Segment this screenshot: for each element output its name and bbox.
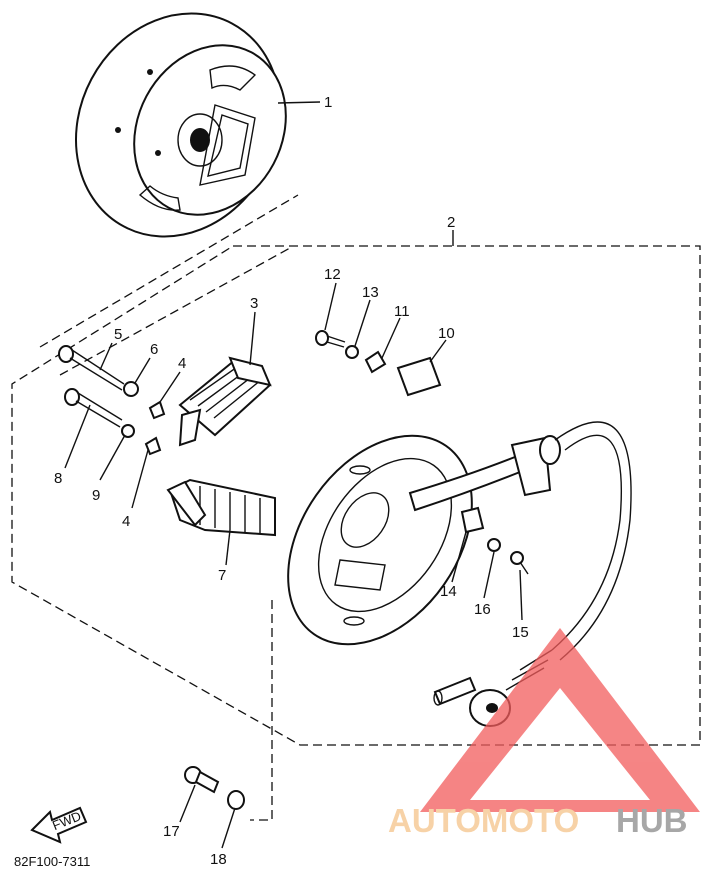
wire-harness xyxy=(408,421,632,727)
callout-9: 9 xyxy=(92,487,100,504)
grommet-14 xyxy=(460,506,485,534)
callout-18: 18 xyxy=(210,851,227,868)
watermark-text-part2: HUB xyxy=(616,802,688,839)
front-direction-arrow: FWD xyxy=(30,806,88,844)
charge-coil xyxy=(178,356,272,447)
callout-1: 1 xyxy=(324,94,332,111)
watermark-text-part1: AUTOMOTO xyxy=(388,802,579,839)
callout-2: 2 xyxy=(447,214,455,231)
washer-6 xyxy=(123,381,139,397)
washer-16 xyxy=(487,538,501,552)
callout-numbers: 1 2 3 4 4 5 6 7 8 9 10 11 12 13 14 15 16… xyxy=(54,94,529,868)
washer-13 xyxy=(345,345,359,359)
diagram-code: 82F100-7311 xyxy=(14,854,90,869)
neutral-switch-10 xyxy=(396,356,442,397)
watermark-triangle-icon xyxy=(420,628,700,812)
clamp-4-upper xyxy=(148,400,166,420)
screw-8 xyxy=(64,388,123,428)
screw-5 xyxy=(58,345,125,391)
clamp-4-lower xyxy=(144,436,162,456)
rotor-flywheel xyxy=(75,12,321,238)
stator-base-plate xyxy=(287,434,473,646)
clamp-11 xyxy=(364,350,387,374)
callout-15: 15 xyxy=(512,624,529,641)
callout-8: 8 xyxy=(54,470,62,487)
washer-9 xyxy=(121,424,135,438)
callout-7: 7 xyxy=(218,567,226,584)
callout-4-lower: 4 xyxy=(122,513,130,530)
stator-assembly-outline xyxy=(11,194,701,746)
washer-18 xyxy=(227,790,245,810)
callout-4-upper: 4 xyxy=(178,355,186,372)
callout-12: 12 xyxy=(324,266,341,283)
callout-3: 3 xyxy=(250,295,258,312)
callout-6: 6 xyxy=(150,341,158,358)
screw-12 xyxy=(315,330,346,348)
lighting-coil xyxy=(166,478,276,537)
callout-13: 13 xyxy=(362,284,379,301)
callout-5: 5 xyxy=(114,326,122,343)
bolt-17 xyxy=(184,766,220,794)
callout-11: 11 xyxy=(394,303,410,320)
callout-16: 16 xyxy=(474,601,491,618)
watermark-logo: AUTOMOTO HUB xyxy=(388,628,700,839)
callout-17: 17 xyxy=(163,823,180,840)
leader-lines xyxy=(64,282,523,849)
screw-15 xyxy=(510,551,529,575)
callout-10: 10 xyxy=(438,325,455,342)
callout-14: 14 xyxy=(440,583,457,600)
